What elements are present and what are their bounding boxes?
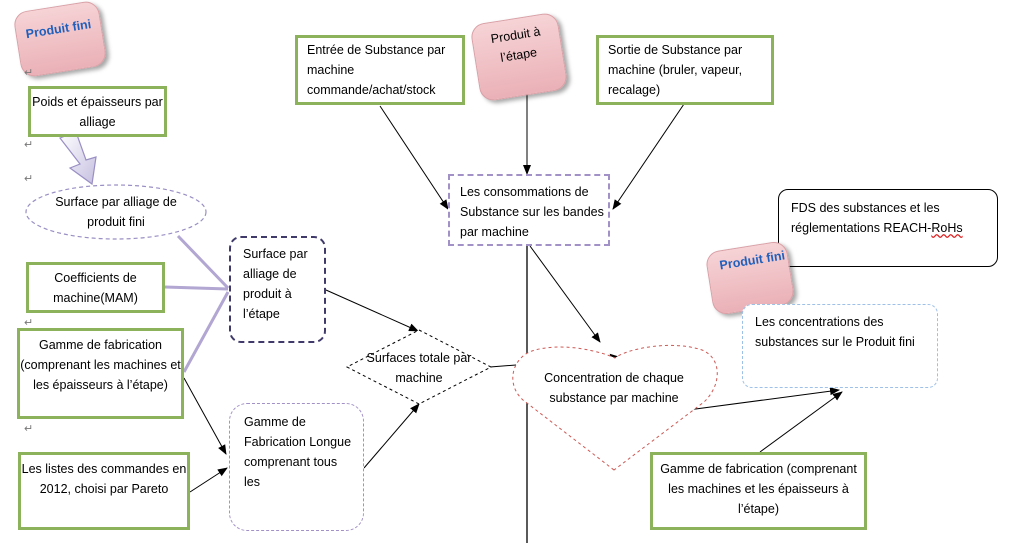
arrow-entree-to-consommations	[379, 105, 449, 210]
surface-alliage-text-box: Surface par alliage de produit fini	[36, 192, 196, 232]
arrow-gamme-to-longue	[183, 377, 227, 455]
surfaces-totale-text-box: Surfaces totale par machine	[362, 348, 476, 388]
block-arrow-poids-to-surface	[59, 131, 97, 186]
gamme-left-label: Gamme de fabrication (comprenant les mac…	[20, 338, 181, 392]
poids-box: Poids et épaisseurs par alliage	[28, 86, 167, 137]
gamme-left-box: Gamme de fabrication (comprenant les mac…	[17, 328, 184, 419]
paragraph-mark: ↵	[24, 139, 34, 151]
paragraph-mark: ↵	[24, 423, 34, 435]
listes-box: Les listes des commandes en 2012, choisi…	[18, 452, 190, 530]
gamme-longue-label: Gamme de Fabrication Longue comprenant t…	[244, 415, 352, 489]
surface-etape-box: Surface par alliage de produit à l’étape	[229, 236, 326, 343]
link-surface-to-etape	[176, 234, 230, 290]
paragraph-mark: ↵	[24, 173, 34, 185]
concentrations-finales-label: Les concentrations des substances sur le…	[755, 315, 915, 349]
sortie-box: Sortie de Substance par machine (bruler,…	[596, 35, 774, 105]
produit-fini-top-label: Produit fini	[24, 17, 93, 42]
produit-etape-label: Produit à l’étape	[489, 24, 542, 65]
paragraph-mark: ↵	[24, 67, 34, 79]
arrow-concentration-to-final	[687, 387, 840, 411]
concentration-heart-shape	[512, 344, 718, 471]
arrow-longue-to-surfaces	[363, 403, 420, 469]
arrow-consommations-to-concentration	[529, 245, 601, 343]
surfaces-totale-diamond	[345, 329, 493, 405]
consommations-label: Les consommations de Substance sur les b…	[460, 185, 604, 239]
gamme-right-box: Gamme de fabrication (comprenant les mac…	[650, 452, 867, 530]
link-coeff-to-etape	[164, 285, 229, 291]
sortie-label: Sortie de Substance par machine (bruler,…	[608, 43, 743, 97]
concentration-label: Concentration de chaque substance par ma…	[544, 371, 684, 405]
paragraph-mark: ↵	[24, 317, 34, 329]
surface-alliage-label: Surface par alliage de produit fini	[55, 195, 177, 229]
coefficients-label: Coefficients de machine(MAM)	[53, 271, 138, 305]
gamme-longue-box: Gamme de Fabrication Longue comprenant t…	[229, 403, 364, 531]
arrow-listes-to-longue	[189, 467, 228, 493]
gamme-right-label: Gamme de fabrication (comprenant les mac…	[660, 462, 857, 516]
arrow-etape-to-surfaces	[325, 289, 419, 332]
concentration-text-box: Concentration de chaque substance par ma…	[534, 368, 694, 412]
consommations-box: Les consommations de Substance sur les b…	[448, 174, 610, 246]
fds-box: FDS des substances et les réglementation…	[778, 189, 998, 267]
fds-line-1: FDS des substances et les	[791, 201, 940, 215]
entree-label: Entrée de Substance par machine commande…	[307, 43, 446, 97]
coefficients-box: Coefficients de machine(MAM)	[26, 262, 165, 313]
fds-line-2: réglementations REACH-RoHs	[791, 221, 963, 235]
surface-alliage-ellipse	[25, 184, 207, 240]
poids-label: Poids et épaisseurs par alliage	[32, 95, 163, 129]
arrow-sortie-to-consommations	[612, 103, 685, 210]
listes-label: Les listes des commandes en 2012, choisi…	[21, 462, 187, 496]
concentrations-finales-box: Les concentrations des substances sur le…	[742, 304, 938, 388]
arrow-gamme-right-to-final	[759, 391, 843, 453]
surfaces-totale-label: Surfaces totale par machine	[366, 351, 472, 385]
surface-etape-label: Surface par alliage de produit à l’étape	[243, 247, 308, 321]
produit-fini-right-label: Produit fini	[718, 248, 786, 273]
entree-box: Entrée de Substance par machine commande…	[295, 35, 465, 105]
link-gamme-to-etape	[182, 291, 230, 373]
produit-etape-badge: Produit à l’étape	[469, 11, 569, 103]
